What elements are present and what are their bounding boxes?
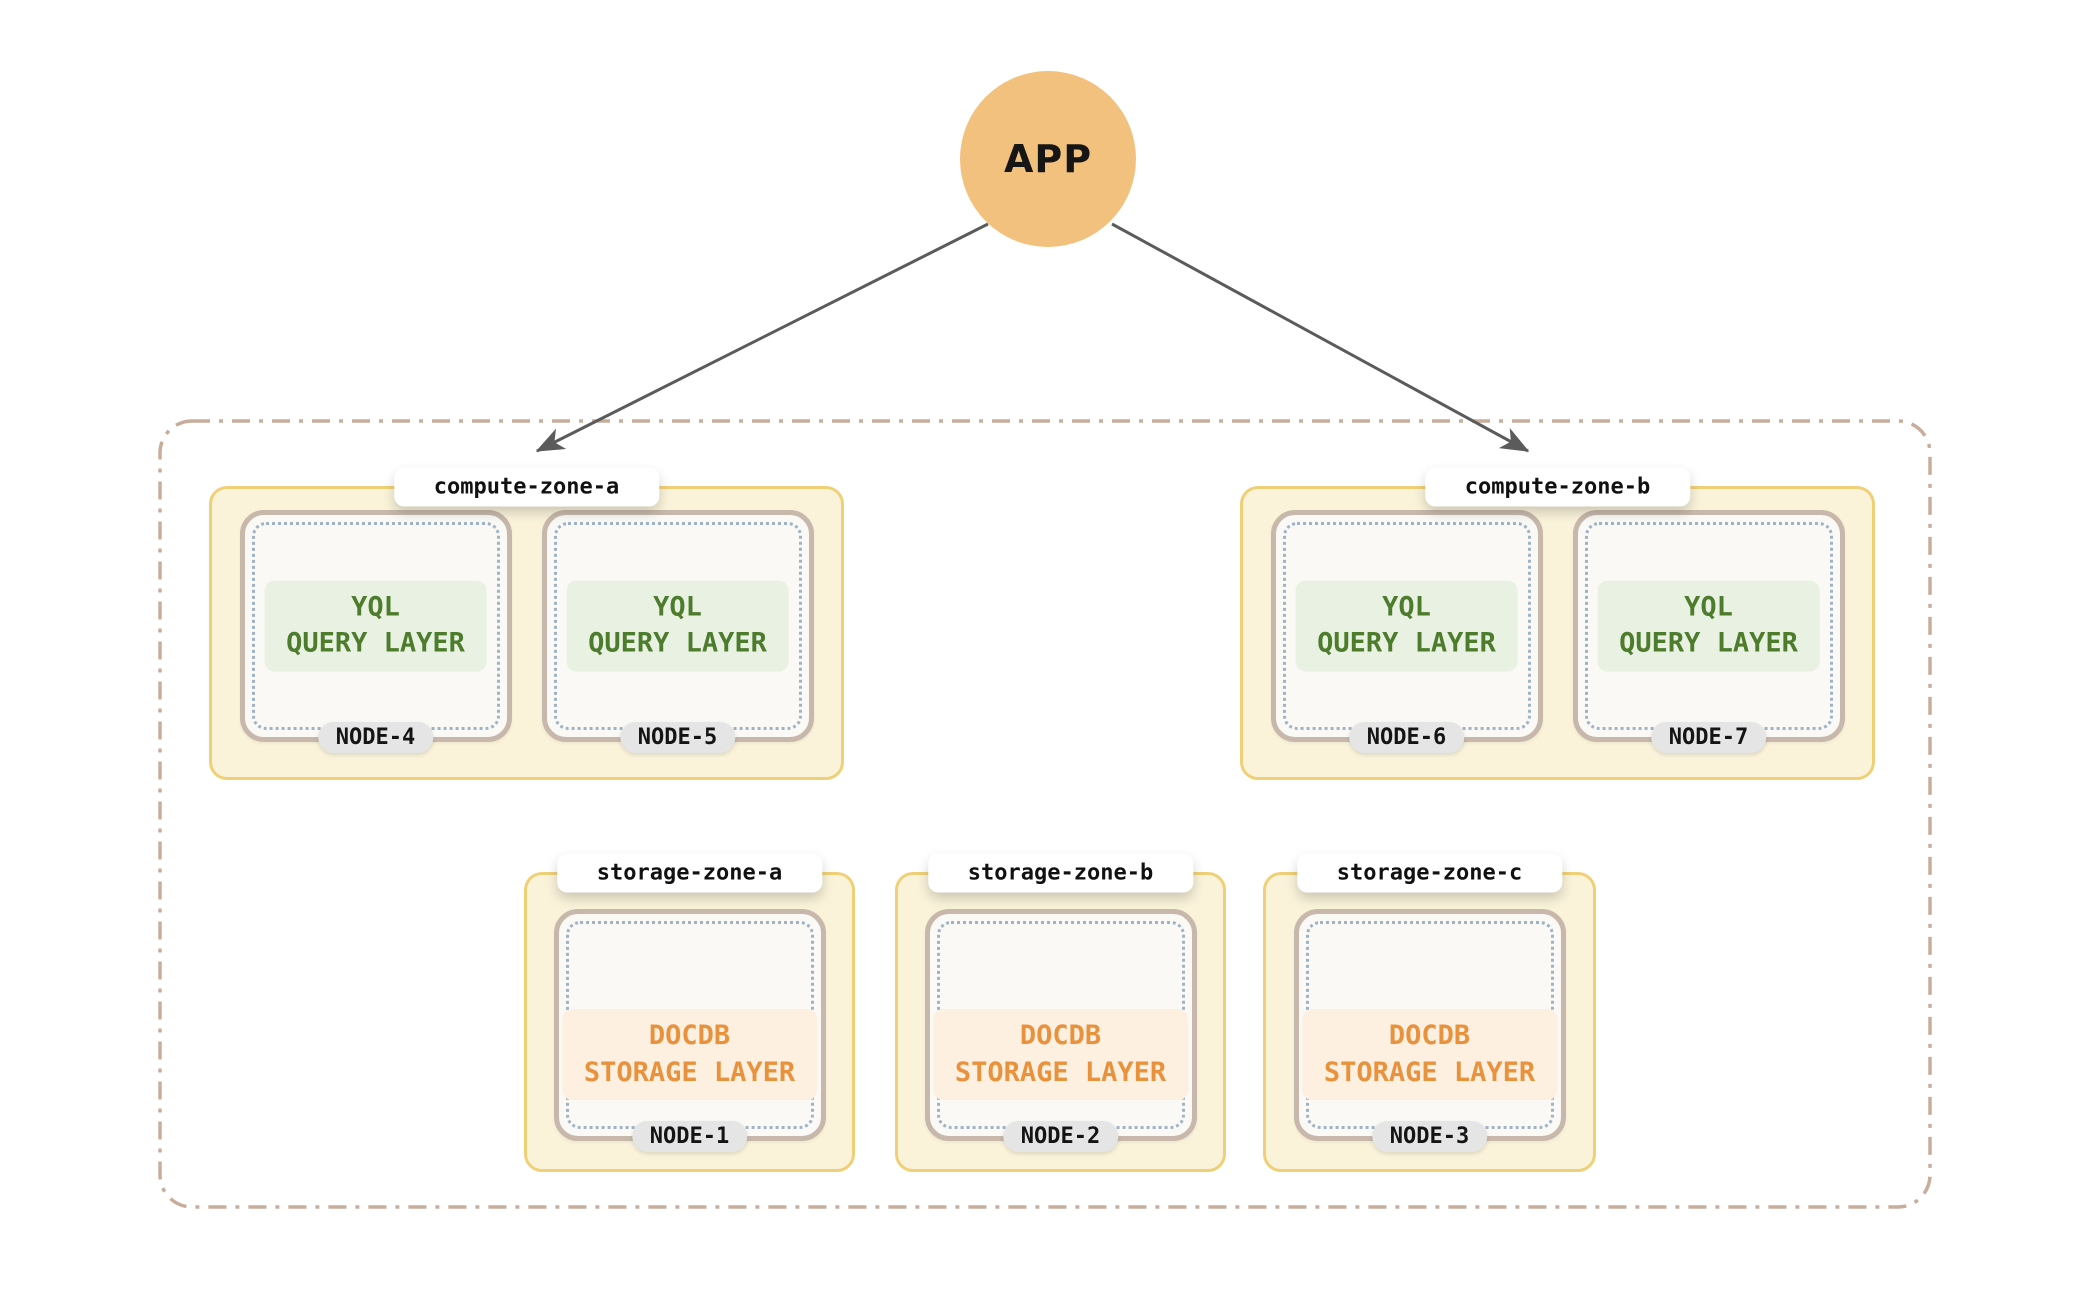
nodes-row: DOCDB STORAGE LAYER NODE-2 <box>898 875 1223 1169</box>
node-3: DOCDB STORAGE LAYER NODE-3 <box>1293 909 1566 1152</box>
node-name-badge: NODE-6 <box>1348 722 1465 753</box>
node-5: YQL QUERY LAYER NODE-5 <box>541 510 814 753</box>
node-name-badge: NODE-5 <box>619 722 736 753</box>
arrow-app-to-compute-zone-b <box>1111 222 1530 453</box>
layer-line-1: DOCDB <box>648 1020 731 1052</box>
node-1: DOCDB STORAGE LAYER NODE-1 <box>553 909 826 1152</box>
layer-line-1: YQL <box>653 591 702 623</box>
layer-line-2: STORAGE LAYER <box>954 1056 1167 1088</box>
zone-label: compute-zone-a <box>393 467 660 507</box>
zone-label: compute-zone-b <box>1424 467 1691 507</box>
zone-label: storage-zone-a <box>556 853 823 893</box>
storage-zone-a: storage-zone-a DOCDB STORAGE LAYER NODE-… <box>524 853 855 1172</box>
node-name-badge: NODE-3 <box>1371 1121 1488 1152</box>
docdb-storage-layer-chip: DOCDB STORAGE LAYER <box>561 1009 818 1100</box>
node-name-badge: NODE-4 <box>317 722 434 753</box>
layer-line-2: STORAGE LAYER <box>583 1056 796 1088</box>
layer-line-2: STORAGE LAYER <box>1323 1056 1536 1088</box>
layer-line-1: YQL <box>351 591 400 623</box>
node-6: YQL QUERY LAYER NODE-6 <box>1270 510 1543 753</box>
docdb-storage-layer-chip: DOCDB STORAGE LAYER <box>932 1009 1189 1100</box>
cluster-boundary <box>158 419 1932 1209</box>
node-name-badge: NODE-7 <box>1650 722 1767 753</box>
nodes-row: YQL QUERY LAYER NODE-4 YQL QUERY LAYER N… <box>212 489 841 777</box>
layer-line-1: DOCDB <box>1388 1020 1471 1052</box>
nodes-row: YQL QUERY LAYER NODE-6 YQL QUERY LAYER N… <box>1243 489 1872 777</box>
layer-line-1: YQL <box>1382 591 1431 623</box>
app-node: APP <box>960 71 1136 247</box>
nodes-row: DOCDB STORAGE LAYER NODE-1 <box>527 875 852 1169</box>
storage-zone-c: storage-zone-c DOCDB STORAGE LAYER NODE-… <box>1263 853 1596 1172</box>
nodes-row: DOCDB STORAGE LAYER NODE-3 <box>1266 875 1593 1169</box>
layer-line-1: DOCDB <box>1019 1020 1102 1052</box>
layer-line-2: QUERY LAYER <box>1317 628 1496 659</box>
app-label: APP <box>1003 137 1093 181</box>
docdb-storage-layer-chip: DOCDB STORAGE LAYER <box>1301 1009 1558 1100</box>
layer-line-2: QUERY LAYER <box>1619 628 1798 659</box>
yql-query-layer-chip: YQL QUERY LAYER <box>566 580 789 672</box>
compute-zone-b: compute-zone-b YQL QUERY LAYER NODE-6 YQ… <box>1240 467 1875 780</box>
node-2: DOCDB STORAGE LAYER NODE-2 <box>924 909 1197 1152</box>
node-name-badge: NODE-2 <box>1002 1121 1119 1152</box>
layer-line-2: QUERY LAYER <box>286 628 465 659</box>
arrow-app-to-compute-zone-a <box>535 222 989 453</box>
yql-query-layer-chip: YQL QUERY LAYER <box>1597 580 1820 672</box>
layer-line-1: YQL <box>1684 591 1733 623</box>
yql-query-layer-chip: YQL QUERY LAYER <box>1295 580 1518 672</box>
node-name-badge: NODE-1 <box>631 1121 748 1152</box>
zone-label: storage-zone-b <box>927 853 1194 893</box>
yql-query-layer-chip: YQL QUERY LAYER <box>264 580 487 672</box>
layer-line-2: QUERY LAYER <box>588 628 767 659</box>
storage-zone-b: storage-zone-b DOCDB STORAGE LAYER NODE-… <box>895 853 1226 1172</box>
node-4: YQL QUERY LAYER NODE-4 <box>239 510 512 753</box>
zone-label: storage-zone-c <box>1296 853 1563 893</box>
node-7: YQL QUERY LAYER NODE-7 <box>1572 510 1845 753</box>
compute-zone-a: compute-zone-a YQL QUERY LAYER NODE-4 YQ… <box>209 467 844 780</box>
